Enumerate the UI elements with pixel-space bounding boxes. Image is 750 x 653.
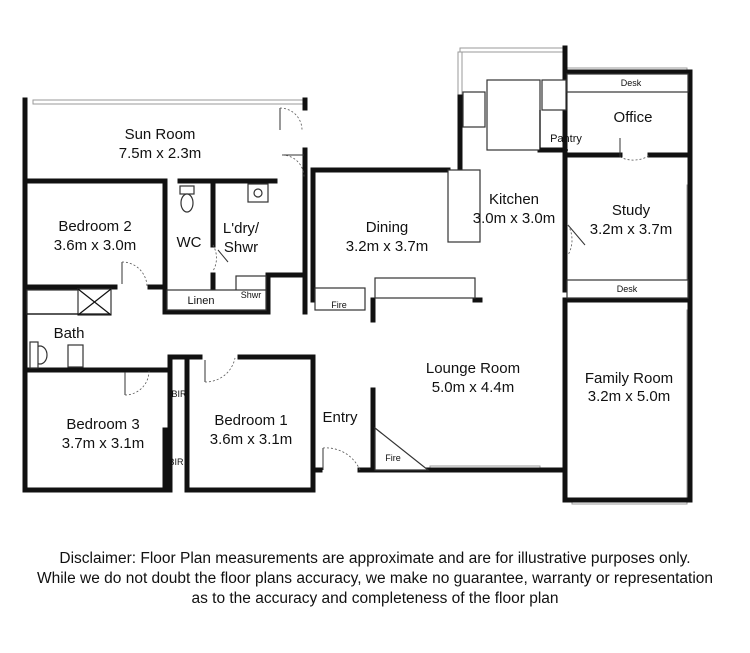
bedroom3-name: Bedroom 3	[66, 416, 139, 433]
bedroom1-name: Bedroom 1	[214, 412, 287, 429]
room-labels: Sun Room 7.5m x 2.3m Bedroom 2 3.6m x 3.…	[54, 78, 674, 467]
sun-room-size: 7.5m x 2.3m	[119, 145, 202, 162]
shower-name: Shwr	[241, 290, 262, 300]
entry-name: Entry	[322, 409, 358, 426]
dining-name: Dining	[366, 219, 409, 236]
office-name: Office	[614, 109, 653, 126]
desk-study-name: Desk	[617, 284, 638, 294]
desk-top-name: Desk	[621, 78, 642, 88]
bedroom2-size: 3.6m x 3.0m	[54, 237, 137, 254]
bir-bottom-name: BIR	[168, 457, 184, 467]
bath-name: Bath	[54, 325, 85, 342]
bedroom1-size: 3.6m x 3.1m	[210, 431, 293, 448]
laundry-name-line1: L'dry/	[223, 220, 260, 237]
floor-plan: Sun Room 7.5m x 2.3m Bedroom 2 3.6m x 3.…	[22, 45, 693, 505]
disclaimer-line3: as to the accuracy and completeness of t…	[191, 590, 559, 607]
bir-top-name: BIR	[171, 389, 187, 399]
laundry-name-line2: Shwr	[224, 239, 258, 256]
family-size: 3.2m x 5.0m	[588, 388, 671, 405]
study-name: Study	[612, 202, 651, 219]
dining-size: 3.2m x 3.7m	[346, 238, 429, 255]
sun-room-name: Sun Room	[125, 126, 196, 143]
pantry-name: Pantry	[550, 133, 582, 145]
disclaimer-line1: Disclaimer: Floor Plan measurements are …	[59, 550, 691, 567]
kitchen-name: Kitchen	[489, 191, 539, 208]
bedroom2-name: Bedroom 2	[58, 218, 131, 235]
lounge-name: Lounge Room	[426, 360, 520, 377]
fire-dining-name: Fire	[331, 300, 347, 310]
kitchen-size: 3.0m x 3.0m	[473, 210, 556, 227]
doors	[121, 107, 651, 471]
lounge-size: 5.0m x 4.4m	[432, 379, 515, 396]
study-size: 3.2m x 3.7m	[590, 221, 673, 238]
bedroom3-size: 3.7m x 3.1m	[62, 435, 145, 452]
fire-lounge-name: Fire	[385, 453, 401, 463]
wc-name: WC	[177, 234, 202, 251]
fixtures	[26, 73, 689, 471]
family-name: Family Room	[585, 370, 673, 387]
disclaimer-line2: While we do not doubt the floor plans ac…	[36, 570, 714, 587]
linen-name: Linen	[188, 295, 215, 307]
disclaimer: Disclaimer: Floor Plan measurements are …	[0, 549, 750, 609]
